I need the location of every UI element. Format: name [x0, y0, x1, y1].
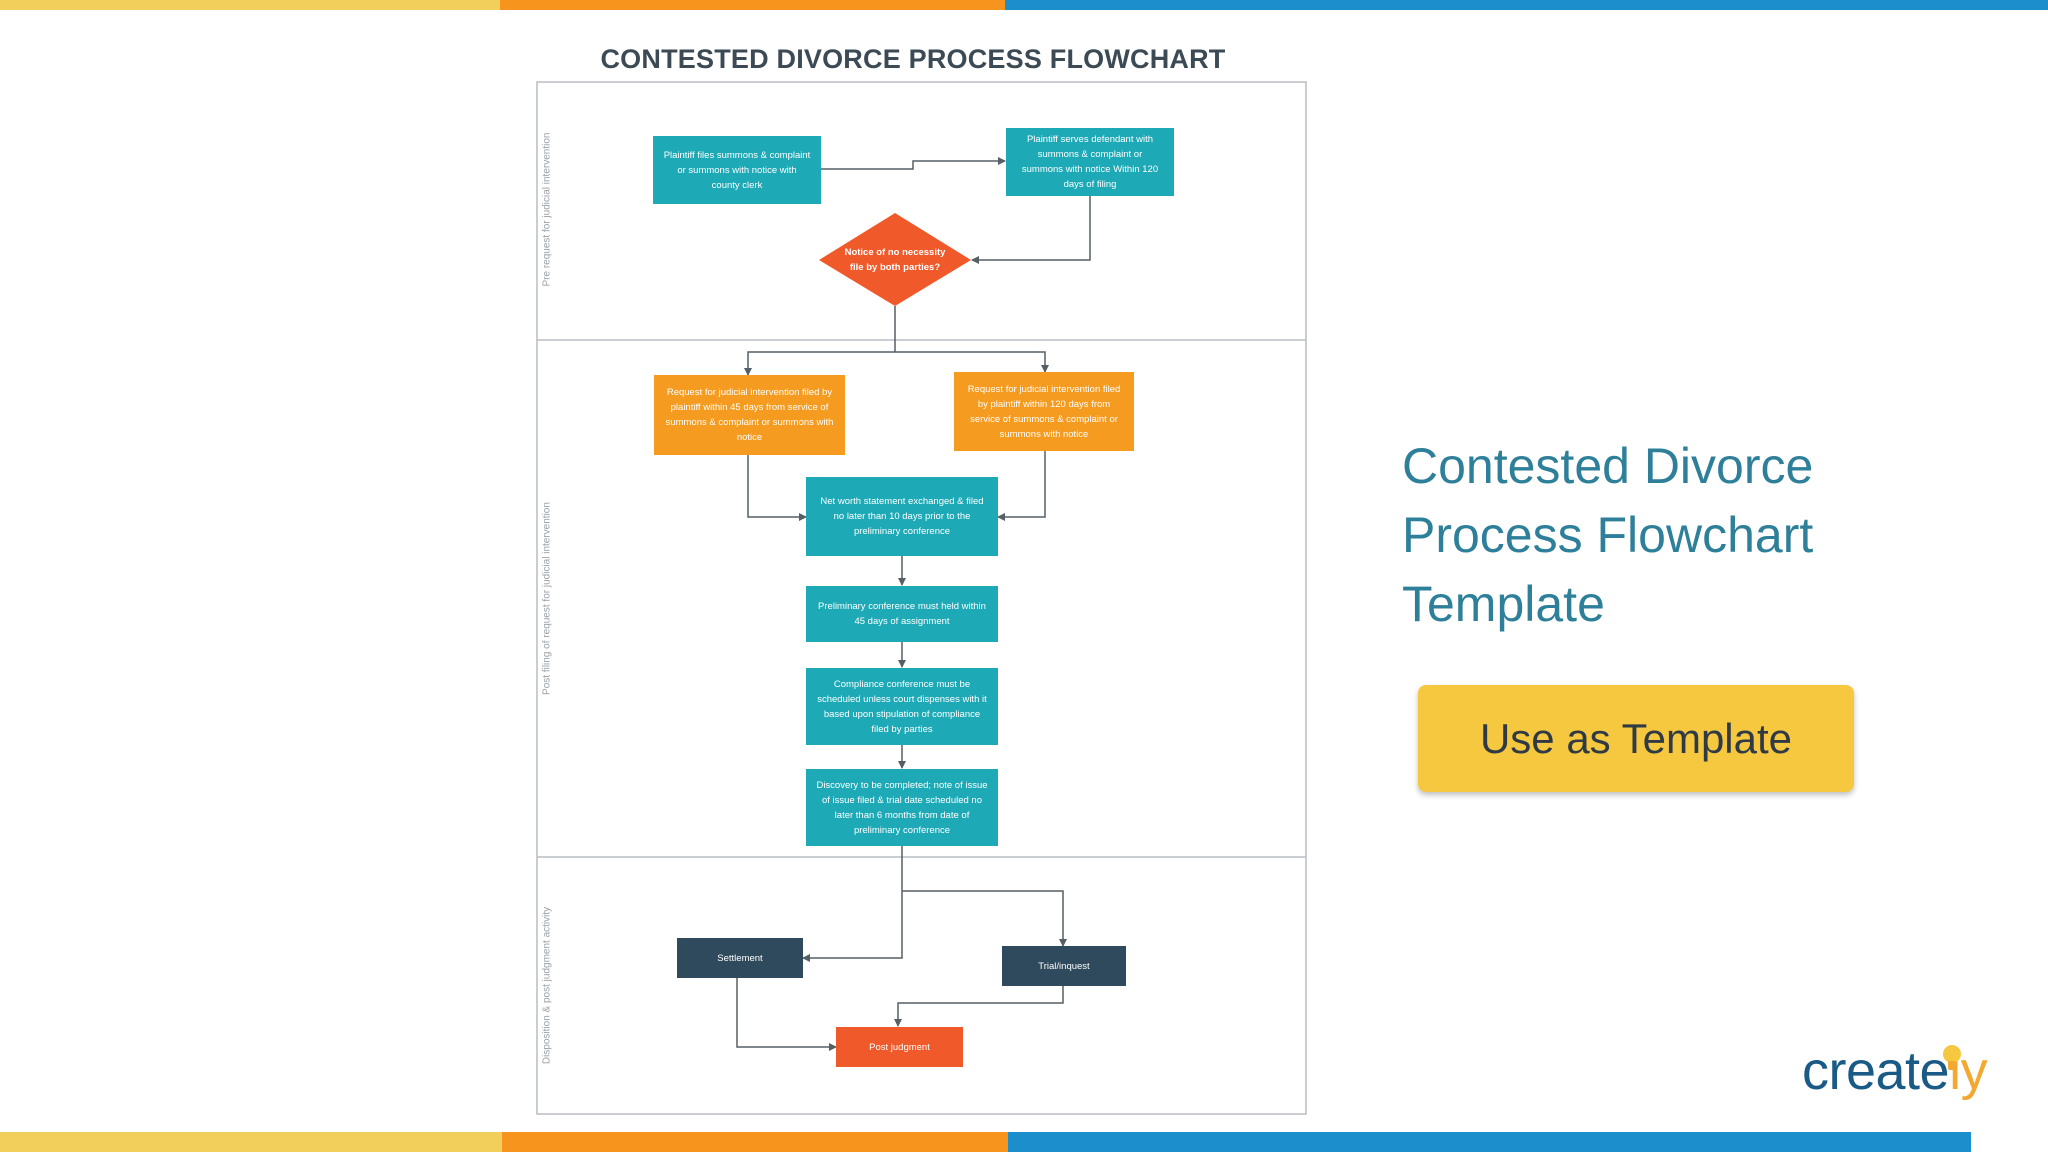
- connector-n10-n11: [894, 986, 1064, 1027]
- lightbulb-icon: [1943, 1045, 1961, 1070]
- connector-split-n4: [895, 351, 1049, 373]
- node-preliminary-conference[interactable]: [806, 586, 998, 642]
- node-serve-defendant-label: Plaintiff serves defendant with summons …: [1021, 134, 1159, 190]
- node-post-judgment[interactable]: [836, 1027, 963, 1067]
- node-rji-45-days[interactable]: [654, 375, 845, 455]
- node-net-worth-label: Net worth statement exchanged & filed no…: [820, 496, 984, 537]
- use-as-template-button[interactable]: Use as Template: [1418, 685, 1854, 792]
- bottom-bar-orange: [502, 1132, 1008, 1152]
- connector-n4-n5: [997, 451, 1046, 521]
- node-trial-inquest[interactable]: [1002, 946, 1126, 986]
- heading-line-1: Contested Divorce: [1402, 438, 1814, 494]
- top-accent-bar: [0, 0, 2048, 10]
- bottom-bar-blue: [1008, 1132, 1971, 1152]
- node-discovery-label: Discovery to be completed; note of issue…: [816, 779, 988, 836]
- top-bar-blue: [1005, 0, 2048, 10]
- diagram-title: CONTESTED DIVORCE PROCESS FLOWCHART: [600, 44, 1226, 74]
- heading-line-3: Template: [1402, 576, 1605, 632]
- logo-text-main: create: [1802, 1041, 1950, 1101]
- connector-n1-n2: [821, 157, 1006, 170]
- heading-line-2: Process Flowchart: [1402, 507, 1814, 563]
- node-settlement[interactable]: [677, 938, 803, 978]
- node-post-judgment-label: Post judgment: [869, 1041, 930, 1053]
- creately-logo[interactable]: creately: [1802, 1040, 1988, 1102]
- connector-n9-n11: [736, 978, 837, 1051]
- lane-label-pre-request: Pre request for judicial intervention: [541, 132, 553, 287]
- lane-label-disposition: Disposition & post judgment activity: [541, 906, 553, 1065]
- top-bar-yellow: [0, 0, 500, 10]
- node-compliance-conference[interactable]: [806, 668, 998, 745]
- connector-n8-n9: [802, 846, 903, 962]
- top-bar-orange: [500, 0, 1005, 10]
- connector-n8-n10: [902, 890, 1067, 947]
- node-trial-inquest-label: Trial/inquest: [1038, 960, 1090, 972]
- decision-notice-label: Notice of no necessity file by both part…: [844, 247, 946, 273]
- node-rji-120-days[interactable]: [954, 372, 1134, 451]
- node-compliance-conference-label: Compliance conference must be scheduled …: [817, 678, 987, 735]
- connector-n3-n5: [747, 455, 807, 521]
- node-rji-120-days-label: Request for judicial intervention filed …: [967, 383, 1121, 440]
- node-file-summons-label: Plaintiff files summons & complaint or s…: [663, 149, 811, 191]
- template-heading: Contested Divorce Process Flowchart Temp…: [1402, 432, 1962, 639]
- node-file-summons[interactable]: [653, 136, 821, 204]
- connector-n2-d1: [971, 196, 1091, 264]
- node-rji-45-days-label: Request for judicial intervention filed …: [665, 387, 834, 443]
- decision-notice-no-necessity[interactable]: [819, 213, 971, 306]
- node-preliminary-conference-label: Preliminary conference must held within …: [818, 601, 986, 627]
- connector-split-n3: [744, 351, 895, 376]
- node-serve-defendant[interactable]: [1006, 128, 1174, 196]
- node-discovery-completed[interactable]: [806, 769, 998, 846]
- node-settlement-label: Settlement: [717, 952, 763, 964]
- bottom-bar-yellow: [0, 1132, 502, 1152]
- bottom-accent-bar: [0, 1132, 2048, 1152]
- lane-label-post-filing: Post filing of request for judicial inte…: [541, 502, 553, 695]
- node-net-worth-statement[interactable]: [806, 477, 998, 556]
